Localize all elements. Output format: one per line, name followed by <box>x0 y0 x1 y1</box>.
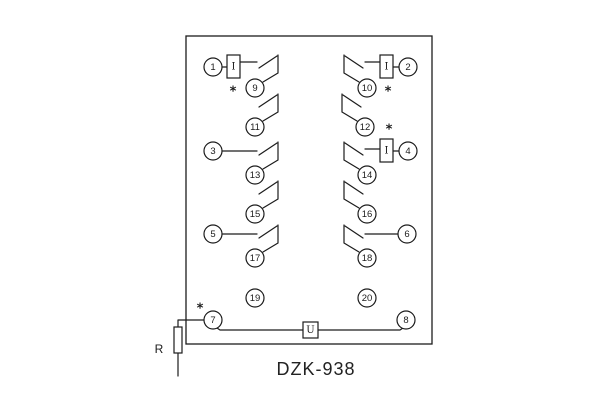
terminal-10-circle <box>357 78 377 98</box>
terminal-6: 6 <box>397 224 417 244</box>
contact-6-18 <box>343 224 399 253</box>
terminal-14-label: 14 <box>362 170 373 181</box>
current-coil-1: I <box>226 54 241 79</box>
terminal-20: 20 <box>357 288 377 308</box>
terminal-18: 18 <box>357 248 377 268</box>
contact-15 <box>258 180 279 209</box>
voltage-coil-label: U <box>306 325 314 336</box>
contact-2-10 <box>343 54 381 83</box>
terminal-8-circle <box>396 310 416 330</box>
terminal-4: 4 <box>398 141 418 161</box>
contact-16 <box>343 180 364 209</box>
contact-5-17 <box>221 224 279 253</box>
terminal-6-circle <box>397 224 417 244</box>
terminal-13-circle <box>245 165 265 185</box>
terminal-18-label: 18 <box>362 253 373 264</box>
terminal-3: 3 <box>203 141 223 161</box>
terminal-15-label: 15 <box>250 209 261 220</box>
terminal-15: 15 <box>245 204 265 224</box>
terminal-12: 12 <box>355 117 375 137</box>
terminal-16-circle <box>357 204 377 224</box>
current-coil-1-box <box>226 54 241 79</box>
terminal-5-circle <box>203 224 223 244</box>
terminal-3-label: 3 <box>210 146 215 157</box>
contact-11 <box>258 93 279 122</box>
terminal-11: 11 <box>245 117 265 137</box>
contact-1-9 <box>239 54 279 83</box>
resistor-label: R <box>155 342 164 356</box>
terminal-16-label: 16 <box>362 209 373 220</box>
terminal-2-circle <box>398 57 418 77</box>
terminal-11-label: 11 <box>250 122 260 133</box>
terminal-17-circle <box>245 248 265 268</box>
star-mark-coil2: * <box>385 85 392 100</box>
current-coil-2-label: I <box>385 62 389 73</box>
terminal-12-label: 12 <box>360 122 371 133</box>
contact-12 <box>341 93 362 122</box>
terminal-2: 2 <box>398 57 418 77</box>
contact-3-13 <box>221 141 279 170</box>
terminal-8-label: 8 <box>403 315 408 326</box>
current-coil-4: I <box>379 138 394 163</box>
star-mark-coil4: * <box>386 123 393 138</box>
terminal-1-label: 1 <box>210 62 215 73</box>
terminal-19: 19 <box>245 288 265 308</box>
coil-stub-wires <box>221 66 400 152</box>
terminal-1-circle <box>203 57 223 77</box>
terminal-7-circle <box>203 310 223 330</box>
resistor-symbol <box>173 326 183 354</box>
relay-case-border <box>185 35 433 345</box>
terminal-20-circle <box>357 288 377 308</box>
terminal-5-label: 5 <box>210 229 215 240</box>
current-coil-2-box <box>379 54 394 79</box>
terminal-4-label: 4 <box>405 146 410 157</box>
terminal-6-label: 6 <box>404 229 409 240</box>
contact-4-14 <box>343 141 381 170</box>
terminal-19-label: 19 <box>250 293 261 304</box>
terminal-2-label: 2 <box>405 62 410 73</box>
terminal-13: 13 <box>245 165 265 185</box>
star-mark-coil1: * <box>230 85 237 100</box>
current-coil-4-label: I <box>385 146 389 157</box>
terminal-18-circle <box>357 248 377 268</box>
terminal-12-circle <box>355 117 375 137</box>
current-coil-4-box <box>379 138 394 163</box>
terminal-1: 1 <box>203 57 223 77</box>
terminal-20-label: 20 <box>362 293 373 304</box>
resistor-wiring <box>177 319 205 377</box>
terminal-14-circle <box>357 165 377 185</box>
terminal-8: 8 <box>396 310 416 330</box>
terminal-10: 10 <box>357 78 377 98</box>
terminal-19-circle <box>245 288 265 308</box>
terminal-7: 7 <box>203 310 223 330</box>
terminal-13-label: 13 <box>250 170 261 181</box>
terminal-16: 16 <box>357 204 377 224</box>
terminal-4-circle <box>398 141 418 161</box>
terminal-17-label: 17 <box>250 253 261 264</box>
terminal-9: 9 <box>245 78 265 98</box>
star-mark-coil-u: * <box>197 302 204 317</box>
terminal-10-label: 10 <box>362 83 373 94</box>
terminal-15-circle <box>245 204 265 224</box>
terminal-5: 5 <box>203 224 223 244</box>
terminal-7-label: 7 <box>210 315 215 326</box>
voltage-coil: U <box>302 321 319 339</box>
diagram-title: DZK-938 <box>276 359 355 379</box>
terminal-17: 17 <box>245 248 265 268</box>
voltage-coil-box <box>302 321 319 339</box>
current-coil-2: I <box>379 54 394 79</box>
terminal-9-circle <box>245 78 265 98</box>
terminal-11-circle <box>245 117 265 137</box>
current-coil-1-label: I <box>232 62 236 73</box>
terminal-9-label: 9 <box>252 83 257 94</box>
terminal-14: 14 <box>357 165 377 185</box>
terminal-3-circle <box>203 141 223 161</box>
